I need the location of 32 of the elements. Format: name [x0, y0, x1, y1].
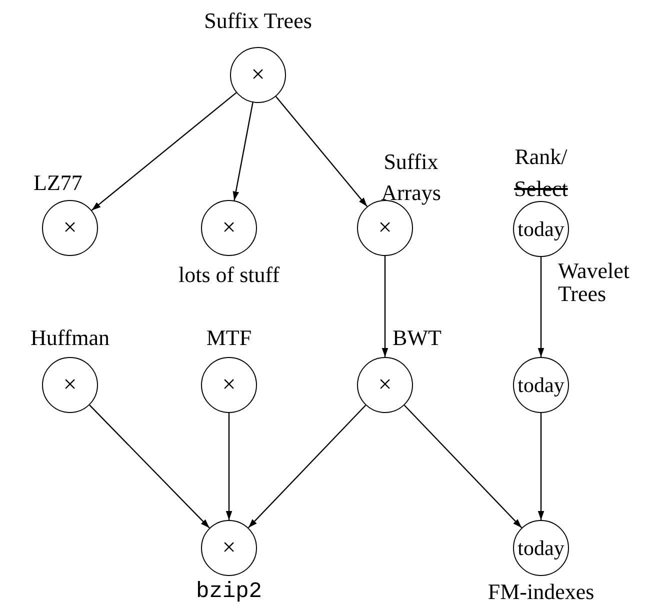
arrow	[275, 96, 368, 207]
node-caption: Suffix Trees	[204, 7, 312, 35]
arrow	[382, 256, 388, 357]
arrow	[89, 404, 210, 528]
node-circle: today	[513, 201, 569, 257]
arrow	[538, 257, 544, 357]
arrow	[232, 102, 254, 201]
node-caption: FM-indexes	[488, 578, 594, 606]
node-circle: today	[513, 520, 569, 576]
node-caption: Huffman	[30, 324, 110, 352]
node-circle: today	[513, 357, 569, 413]
node-caption: LZ77	[34, 169, 82, 197]
node-caption: Select	[513, 175, 569, 203]
arrow	[91, 92, 237, 211]
node-caption: bzip2	[196, 578, 262, 606]
node-caption: BWT	[392, 324, 442, 352]
node-circle: ×	[42, 357, 98, 413]
node-circle: ×	[42, 200, 98, 256]
edge-label: Wavelet Trees	[558, 259, 631, 305]
arrow	[226, 413, 232, 520]
arrow	[248, 404, 366, 528]
arrow	[404, 404, 522, 528]
node-circle: ×	[230, 47, 286, 103]
arrow	[538, 413, 544, 520]
node-caption: Rank/	[514, 143, 568, 171]
node-circle: ×	[357, 357, 413, 413]
node-circle: ×	[357, 200, 413, 256]
node-caption: lots of stuff	[178, 261, 280, 289]
node-circle: ×	[201, 520, 257, 576]
node-circle: ×	[201, 357, 257, 413]
node-circle: ×	[201, 200, 257, 256]
node-caption: MTF	[206, 324, 252, 352]
